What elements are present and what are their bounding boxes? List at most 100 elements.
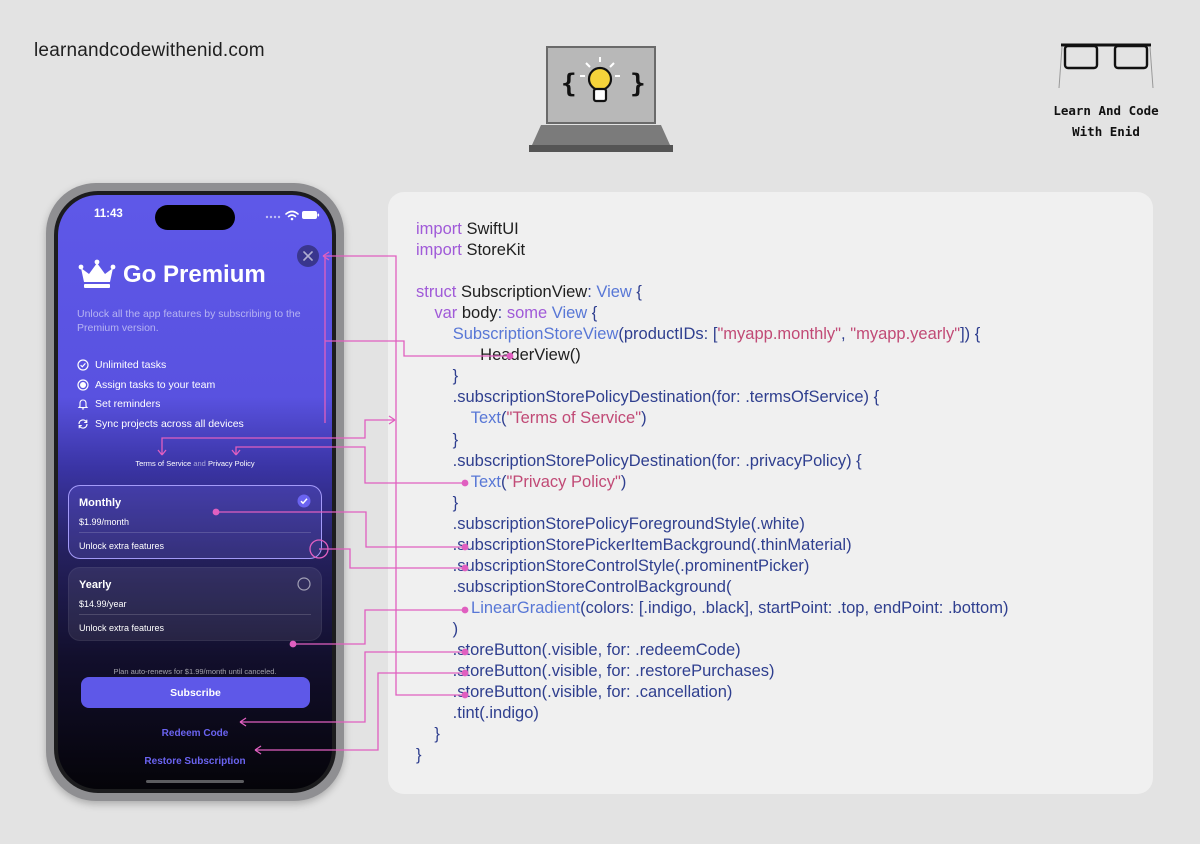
code-line: .subscriptionStoreControlStyle(.prominen…	[416, 556, 810, 577]
code-token: "Privacy Policy"	[506, 472, 621, 491]
plan-feature: Unlock extra features	[79, 623, 165, 633]
code-token	[416, 409, 471, 427]
code-token: .subscriptionStoreControlBackground(	[416, 577, 732, 596]
subtitle: Unlock all the app features by subscribi…	[77, 308, 301, 334]
laptop-lightbulb-logo: { }	[529, 46, 673, 152]
code-token: }	[416, 430, 459, 449]
code-token: .storeButton(.visible, for: .restorePurc…	[416, 662, 775, 681]
dynamic-island	[155, 205, 235, 230]
code-token: Text	[470, 472, 501, 491]
code-token: .tint(.indigo)	[416, 704, 539, 723]
code-line: .subscriptionStorePolicyDestination(for:…	[416, 451, 862, 472]
site-url: learnandcodewithenid.com	[34, 40, 265, 61]
checkmark-circle-icon	[77, 359, 89, 371]
feature-item: Set reminders	[77, 397, 160, 411]
code-token: "myapp.yearly"	[850, 325, 961, 344]
code-token: HeaderView()	[416, 346, 581, 365]
code-token: }	[416, 367, 459, 386]
code-line: struct SubscriptionView: View {	[416, 282, 642, 303]
subscribe-button[interactable]: Subscribe	[81, 677, 310, 708]
code-token: .subscriptionStorePolicyDestination(for:…	[416, 388, 880, 407]
plan-divider	[79, 614, 311, 615]
code-token: body	[461, 304, 498, 323]
code-token: )	[620, 472, 627, 491]
code-line: .subscriptionStorePickerItemBackground(.…	[416, 535, 852, 556]
autorenew-note: Plan auto-renews for $1.99/month until c…	[113, 667, 277, 676]
plan-price: $14.99/year	[79, 599, 127, 609]
code-panel	[388, 192, 1153, 794]
code-token: View	[551, 304, 588, 323]
code-token: "Terms of Service"	[506, 409, 642, 428]
plan-yearly[interactable]: Yearly $14.99/year Unlock extra features	[68, 567, 322, 641]
code-line: )	[416, 619, 459, 640]
svg-text:{: {	[561, 69, 577, 99]
code-line: }	[416, 745, 422, 766]
code-token: .subscriptionStorePickerItemBackground(.…	[416, 535, 852, 554]
code-line: }	[416, 430, 459, 451]
code-token: .subscriptionStoreControlStyle(.prominen…	[416, 556, 810, 575]
code-line: .subscriptionStorePolicyDestination(for:…	[416, 387, 879, 408]
code-token: {	[631, 283, 642, 302]
code-token: SubscriptionView	[460, 283, 588, 302]
code-line: .storeButton(.visible, for: .restorePurc…	[416, 661, 775, 682]
plan-feature: Unlock extra features	[79, 541, 165, 551]
code-token: :	[587, 283, 597, 302]
code-token: var	[434, 304, 462, 323]
privacy-link[interactable]: Privacy Policy	[207, 459, 255, 468]
code-token: .storeButton(.visible, for: .cancellatio…	[416, 683, 733, 702]
brand-name: Learn And Code With Enid	[1040, 100, 1172, 142]
code-line: .storeButton(.visible, for: .cancellatio…	[416, 682, 733, 703]
sync-icon	[78, 419, 88, 429]
wifi-icon	[285, 210, 299, 218]
code-line: }	[416, 724, 440, 745]
policy-links: Terms of Service and Privacy Policy	[58, 459, 332, 468]
code-token: struct	[416, 283, 461, 302]
feature-label: Assign tasks to your team	[95, 379, 216, 391]
crown-icon	[78, 259, 116, 288]
code-line: Text("Terms of Service")	[416, 408, 647, 429]
home-indicator	[146, 780, 244, 783]
phone-bezel: 11:43	[54, 191, 336, 793]
code-token: ,	[841, 325, 851, 344]
glasses-logo-icon	[1058, 43, 1154, 89]
code-line: var body: some View {	[416, 303, 597, 324]
plan-price: $1.99/month	[79, 517, 130, 527]
code-token	[416, 473, 471, 491]
feature-label: Sync projects across all devices	[95, 418, 244, 430]
code-line: .tint(.indigo)	[416, 703, 539, 724]
selected-check-icon	[297, 494, 311, 508]
feature-item: Assign tasks to your team	[77, 378, 215, 392]
terms-link[interactable]: Terms of Service	[135, 459, 192, 468]
code-token: (productIDs: [	[618, 325, 718, 344]
status-bar-icons	[265, 210, 320, 221]
code-token: .subscriptionStorePolicyForegroundStyle(…	[416, 514, 805, 533]
close-button[interactable]	[297, 245, 319, 267]
code-token: .storeButton(.visible, for: .redeemCode)	[416, 641, 741, 659]
code-token: )	[641, 409, 647, 428]
signal-icon	[265, 215, 281, 219]
code-token: }	[416, 493, 459, 512]
code-line: .subscriptionStorePolicyForegroundStyle(…	[416, 514, 805, 535]
code-token: SubscriptionStoreView	[452, 325, 619, 344]
code-token: import	[416, 241, 467, 260]
code-line: Text("Privacy Policy")	[416, 472, 627, 493]
page-title: Go Premium	[123, 261, 266, 288]
code-token: StoreKit	[466, 241, 526, 260]
record-circle-icon	[77, 379, 89, 391]
feature-label: Set reminders	[95, 398, 161, 410]
code-token: :	[497, 304, 507, 323]
code-line: import SwiftUI	[416, 219, 519, 240]
restore-subscription-button[interactable]: Restore Subscription	[144, 756, 246, 767]
code-token	[416, 304, 434, 322]
battery-icon	[302, 211, 320, 219]
code-token	[416, 325, 453, 343]
code-token: SwiftUI	[466, 220, 519, 238]
policy-and: and	[193, 459, 206, 468]
code-token: (colors: [.indigo, .black], startPoint: …	[580, 598, 1009, 617]
plan-monthly[interactable]: Monthly $1.99/month Unlock extra feature…	[68, 485, 322, 559]
status-time: 11:43	[94, 208, 123, 220]
subscription-screen: 11:43	[58, 195, 332, 789]
close-icon	[303, 251, 313, 261]
plan-name: Monthly	[79, 497, 122, 509]
redeem-code-button[interactable]: Redeem Code	[161, 728, 229, 739]
